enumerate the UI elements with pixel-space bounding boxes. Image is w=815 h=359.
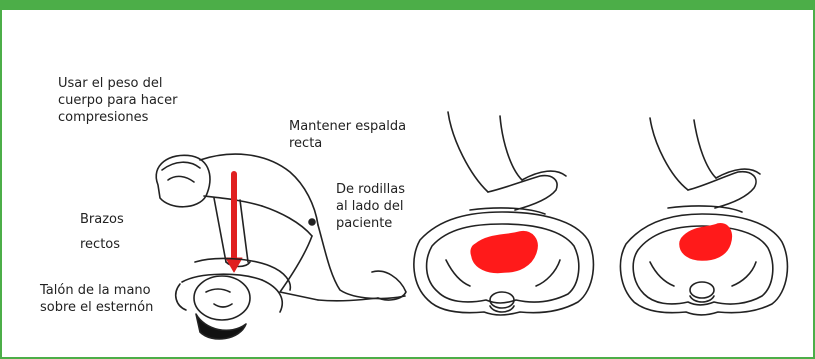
compression-arrow [226, 174, 242, 272]
rescuer-figure [156, 154, 406, 301]
chest-cross-section-left [414, 112, 594, 315]
chest-cross-section-right [620, 118, 787, 315]
